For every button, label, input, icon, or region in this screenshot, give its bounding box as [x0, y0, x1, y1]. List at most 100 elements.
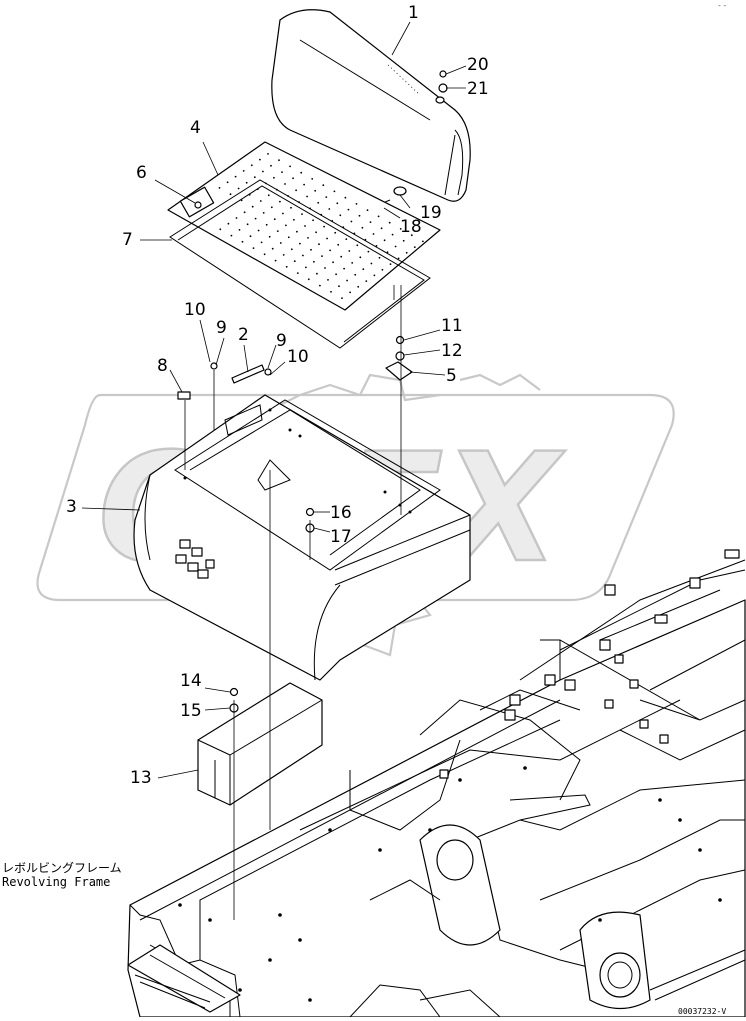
perforation-dot — [285, 265, 288, 268]
perforation-dot — [336, 202, 339, 205]
callout-labels: 1 2 3 4 5 6 7 8 9 9 10 10 11 12 13 14 15… — [66, 3, 489, 788]
perforation-dot — [279, 242, 282, 244]
perforation-dot — [246, 223, 249, 226]
perforation-dot — [361, 226, 364, 229]
perforation-dot — [279, 200, 281, 203]
perforation-dot — [278, 159, 280, 162]
perforation-dot — [345, 238, 348, 241]
perforation-dot — [242, 170, 245, 172]
perforation-dot — [262, 212, 265, 214]
perforation-dot — [321, 255, 323, 257]
part-8 — [177, 391, 191, 400]
perforation-dot — [359, 256, 362, 259]
callout-18: 18 — [400, 217, 422, 237]
callout-8: 8 — [157, 356, 168, 376]
callout-9b: 9 — [276, 331, 287, 351]
perforation-dot — [259, 158, 261, 161]
callout-10b: 10 — [287, 347, 309, 367]
perforation-dot — [253, 176, 256, 179]
part-3-box — [133, 394, 471, 681]
perforation-dot — [354, 273, 357, 276]
callout-11: 11 — [441, 316, 463, 336]
perforation-dot — [355, 203, 358, 205]
perforation-dot — [238, 229, 241, 231]
perforation-dot — [330, 290, 332, 293]
perforation-dot — [388, 221, 391, 224]
perforation-dot — [310, 248, 312, 251]
perforation-dot — [313, 260, 315, 263]
perforation-dot — [287, 236, 290, 239]
perforation-dot — [349, 291, 351, 294]
perforation-dot — [343, 267, 345, 270]
perforation-dot — [219, 228, 222, 231]
perforation-dot — [290, 206, 292, 209]
callout-19: 19 — [420, 203, 442, 223]
perforation-dot — [274, 259, 277, 262]
perforation-dot — [270, 206, 273, 209]
part-4-panel — [167, 141, 441, 311]
perforation-dot — [339, 214, 342, 217]
perforation-dot — [245, 181, 248, 184]
perforation-dot — [273, 176, 275, 179]
perforation-dot — [230, 234, 233, 237]
perforation-dot — [301, 213, 303, 216]
perforation-dot — [334, 231, 337, 234]
perforation-dot — [346, 279, 348, 282]
drawing-ref: 00037232-V — [678, 1007, 726, 1016]
perforation-dot — [293, 260, 296, 263]
perforation-dot — [268, 235, 271, 238]
perforation-dot — [276, 230, 279, 233]
perforation-dot — [299, 242, 301, 245]
perforation-dot — [365, 280, 368, 282]
perforation-dot — [237, 187, 240, 190]
perforation-dot — [218, 187, 221, 189]
perforation-dot — [337, 243, 340, 246]
perforation-dot — [378, 256, 381, 259]
part-7-gasket — [169, 179, 431, 349]
perforation-dot — [260, 241, 263, 244]
perforation-dot — [303, 183, 305, 186]
callout-1: 1 — [408, 3, 419, 23]
perforation-dot — [254, 217, 257, 220]
perforation-dot — [227, 222, 230, 225]
perforation-dot — [326, 237, 328, 240]
perforation-dot — [316, 272, 318, 275]
perforation-dot — [370, 262, 373, 265]
perforation-dot — [295, 189, 297, 192]
perforation-dot — [234, 175, 237, 178]
callout-17: 17 — [330, 527, 352, 547]
perforation-dot — [340, 255, 343, 258]
perforation-dot — [397, 257, 400, 260]
perforation-dot — [391, 233, 394, 236]
perforation-dot — [306, 195, 308, 198]
perforation-dot — [372, 233, 375, 235]
callout-14: 14 — [180, 671, 202, 691]
perforation-dot — [383, 239, 386, 242]
perforation-dot — [262, 170, 264, 173]
perforation-dot — [369, 221, 372, 224]
perforation-dot — [259, 200, 262, 202]
callout-12: 12 — [441, 341, 463, 361]
perforation-dot — [347, 208, 350, 211]
perforation-dot — [250, 164, 253, 167]
frame-label-en: Revolving Frame — [2, 875, 110, 889]
perforation-dot — [249, 235, 252, 238]
perforation-dot — [319, 284, 321, 287]
perforation-dot — [305, 266, 307, 269]
part-13-bracket — [197, 682, 323, 806]
perforation-dot — [357, 285, 360, 288]
perforation-dot — [281, 171, 283, 174]
perforation-dot — [350, 220, 353, 223]
callout-6: 6 — [136, 163, 147, 183]
perforation-dot — [226, 181, 229, 184]
callout-16: 16 — [330, 503, 352, 523]
perforation-dot — [327, 279, 329, 281]
perforation-dot — [282, 212, 284, 215]
callout-7: 7 — [122, 230, 133, 250]
callout-3: 3 — [66, 497, 77, 517]
perforation-dot — [405, 251, 408, 254]
perforation-dot — [312, 219, 314, 222]
perforation-dot — [289, 165, 291, 168]
perforation-dot — [235, 217, 238, 219]
perforation-dot — [307, 237, 309, 239]
